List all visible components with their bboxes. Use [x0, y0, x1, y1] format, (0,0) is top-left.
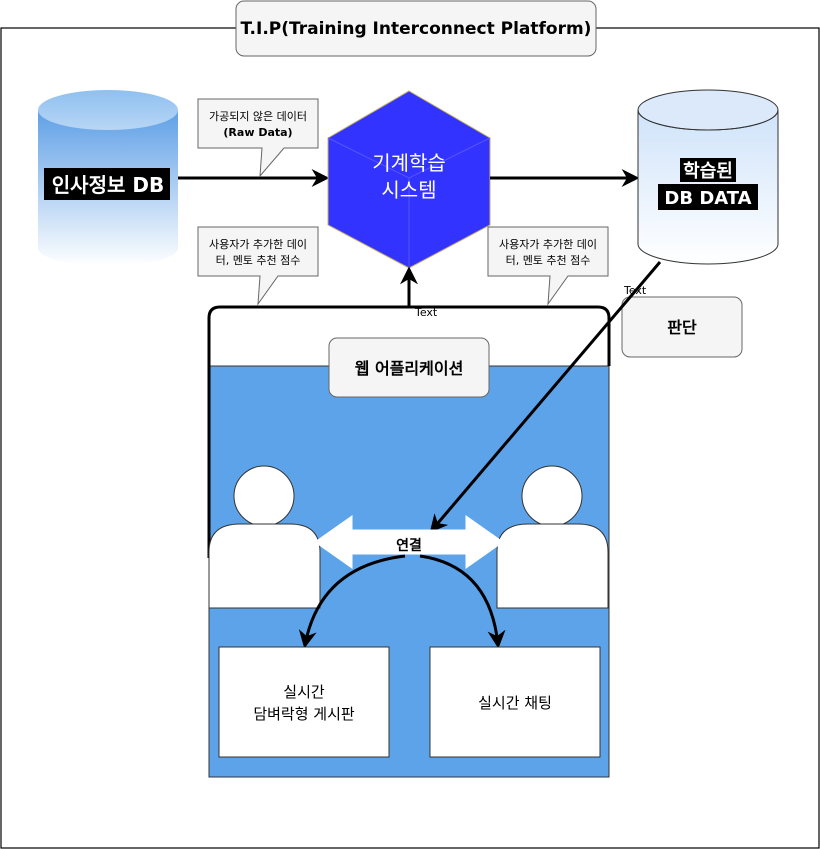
arrow-connect-to-board — [298, 554, 406, 649]
trained-db-line2: DB DATA — [664, 188, 751, 209]
callout-user-added-right: 사용자가 추가한 데이 터, 멘토 추천 점수 — [487, 226, 609, 306]
ml-label-line1: 기계학습 — [372, 151, 446, 175]
connect-label: 연결 — [396, 537, 422, 554]
callout-left-line1: 사용자가 추가한 데이 — [209, 238, 307, 251]
diagram-title: T.I.P(Training Interconnect Platform) — [241, 19, 592, 39]
connect-double-arrow: 연결 — [314, 515, 504, 569]
judgement-label: 판단 — [667, 318, 697, 337]
hr-db-label: 인사정보 DB — [52, 173, 164, 197]
callout-left-line2: 터, 멘토 추천 점수 — [216, 253, 301, 267]
ml-label-line2: 시스템 — [381, 178, 436, 202]
ml-system-hexagon: 기계학습 시스템 — [327, 90, 491, 269]
trained-db-cylinder: 학습된 DB DATA — [637, 89, 779, 265]
board-label-line1: 실시간 — [283, 683, 325, 701]
callout-right-line1: 사용자가 추가한 데이 — [499, 238, 597, 251]
edge-label-text-ml: Text — [414, 306, 438, 319]
title-box: T.I.P(Training Interconnect Platform) — [235, 0, 597, 57]
callout-raw-data: 가공되지 않은 데이터 (Raw Data) — [197, 98, 319, 178]
realtime-chat-box: 실시간 채팅 — [429, 646, 601, 758]
callout-raw-line1: 가공되지 않은 데이터 — [209, 110, 307, 123]
board-label-line2: 담벼락형 게시판 — [253, 705, 355, 723]
realtime-board-box: 실시간 담벼락형 게시판 — [218, 646, 390, 758]
arrow-connect-to-chat — [419, 554, 506, 649]
arrow-trained-to-connect — [429, 261, 662, 533]
person-right-icon — [496, 465, 609, 609]
person-left-icon — [208, 465, 321, 609]
web-app-label-box: 웹 어플리케이션 — [328, 337, 490, 398]
callout-raw-line2: (Raw Data) — [223, 126, 292, 139]
trained-db-line1: 학습된 — [683, 160, 733, 182]
chat-label: 실시간 채팅 — [478, 694, 552, 712]
judgement-box: 판단 — [621, 296, 743, 358]
callout-right-line2: 터, 멘토 추천 점수 — [506, 253, 591, 267]
web-app-label: 웹 어플리케이션 — [355, 359, 464, 378]
hr-db-cylinder: 인사정보 DB — [38, 90, 178, 266]
edge-label-text-judge: Text — [623, 284, 647, 297]
callout-user-added-left: 사용자가 추가한 데이 터, 멘토 추천 점수 — [197, 226, 319, 306]
